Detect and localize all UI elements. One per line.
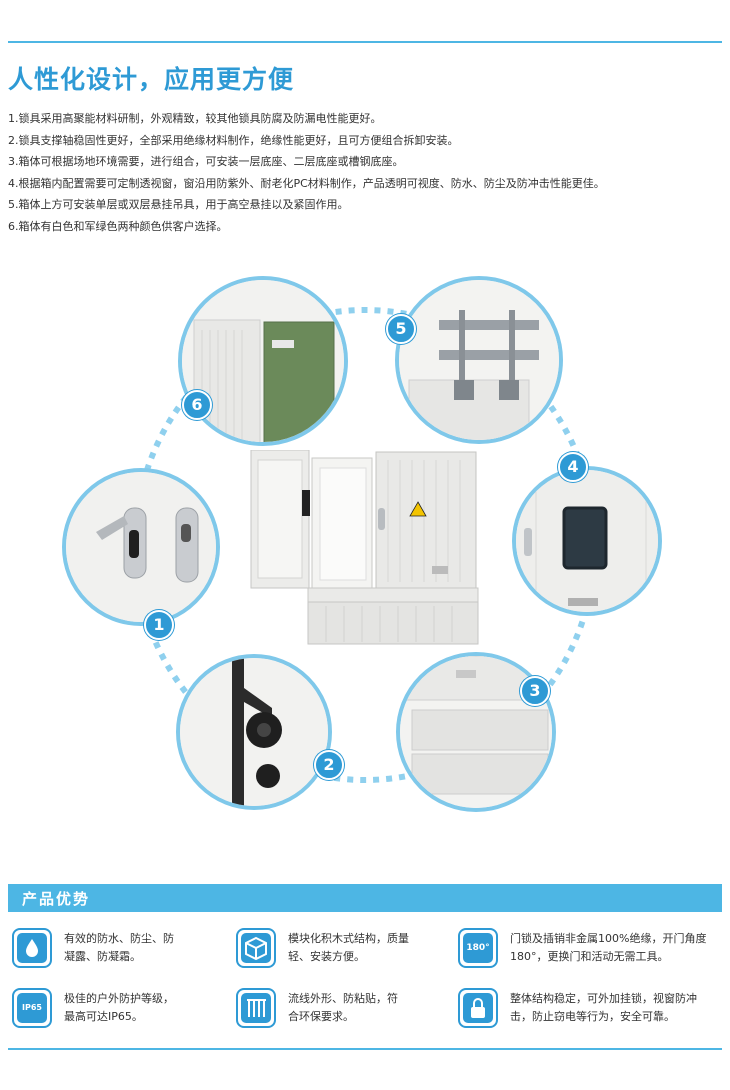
advantages-title: 产品优势 (22, 890, 91, 908)
detail-circle-hanger (395, 276, 563, 444)
page-title: 人性化设计，应用更方便 (8, 65, 295, 94)
badge-1: 1 (144, 610, 174, 640)
advantage-text: 门锁及插销非金属100%绝缘，开门角度180°，更换门和活动无需工具。 (510, 932, 707, 963)
hinge-image (180, 658, 328, 806)
feature-item: 1.锁具采用高聚能材料研制，外观精致，较其他锁具防腐及防漏电性能更好。 (8, 112, 382, 125)
cabinet-colors-image (182, 280, 344, 442)
viewing-window-image (516, 470, 658, 612)
detail-circle-colors (178, 276, 348, 446)
padlock-icon (458, 988, 498, 1028)
advantage-text: 极佳的户外防护等级，最高可达IP65。 (64, 992, 174, 1023)
cabinet-base-image (400, 656, 552, 808)
detail-circle-lock (62, 468, 220, 626)
detail-circle-hinge (176, 654, 332, 810)
advantage-text: 流线外形、防粘贴，符合环保要求。 (288, 992, 398, 1023)
feature-item: 6.箱体有白色和军绿色两种颜色供客户选择。 (8, 219, 228, 233)
detail-circle-base (396, 652, 556, 812)
ip65-label: IP65 (17, 993, 47, 1023)
rotate-180-icon: 180° (458, 928, 498, 968)
advantage-item: 有效的防水、防尘、防凝露、防凝霜。 (12, 928, 242, 976)
door-lock-image (66, 472, 216, 622)
advantage-text: 有效的防水、防尘、防凝露、防凝霜。 (64, 932, 174, 963)
advantage-item: IP65 极佳的户外防护等级，最高可达IP65。 (12, 988, 242, 1036)
feature-item: 3.箱体可根据场地环境需要，进行组合，可安装一层底座、二层底座或槽钢底座。 (8, 155, 404, 168)
advantage-text: 模块化积木式结构，质量轻、安装方便。 (288, 932, 409, 963)
top-divider (8, 41, 722, 43)
water-drop-shield-icon (12, 928, 52, 968)
badge-4: 4 (558, 452, 588, 482)
advantage-item: 180° 门锁及插销非金属100%绝缘，开门角度180°，更换门和活动无需工具。 (458, 928, 706, 976)
detail-circle-window (512, 466, 662, 616)
rotate-180-label: 180° (463, 933, 493, 963)
feature-list: 1.锁具采用高聚能材料研制，外观精致，较其他锁具防腐及防漏电性能更好。 2.锁具… (8, 108, 605, 237)
badge-6: 6 (182, 390, 212, 420)
feature-item: 4.根据箱内配置需要可定制透视窗，窗沿用防紫外、耐老化PC材料制作，产品透明可视… (8, 176, 605, 190)
streamline-panel-icon (236, 988, 276, 1028)
advantages-bar (8, 884, 722, 912)
advantage-item: 整体结构稳定，可外加挂锁，视窗防冲击，防止窃电等行为，安全可靠。 (458, 988, 697, 1036)
badge-5: 5 (386, 314, 416, 344)
advantage-item: 流线外形、防粘贴，符合环保要求。 (236, 988, 466, 1036)
advantage-item: 模块化积木式结构，质量轻、安装方便。 (236, 928, 466, 976)
bottom-divider (8, 1048, 722, 1050)
product-diagram: 6 5 4 (60, 270, 670, 830)
advantage-text: 整体结构稳定，可外加挂锁，视窗防冲击，防止窃电等行为，安全可靠。 (510, 992, 697, 1023)
badge-3: 3 (520, 676, 550, 706)
ip65-shield-icon: IP65 (12, 988, 52, 1028)
cube-modules-icon (236, 928, 276, 968)
cabinet-main-image (250, 450, 479, 645)
hanger-bracket-image (399, 280, 559, 440)
feature-item: 2.锁具支撑轴稳固性更好，全部采用绝缘材料制作，绝缘性能更好，且可方便组合拆卸安… (8, 133, 459, 147)
feature-item: 5.箱体上方可安装单层或双层悬挂吊具，用于高空悬挂以及紧固作用。 (8, 198, 349, 211)
badge-2: 2 (314, 750, 344, 780)
